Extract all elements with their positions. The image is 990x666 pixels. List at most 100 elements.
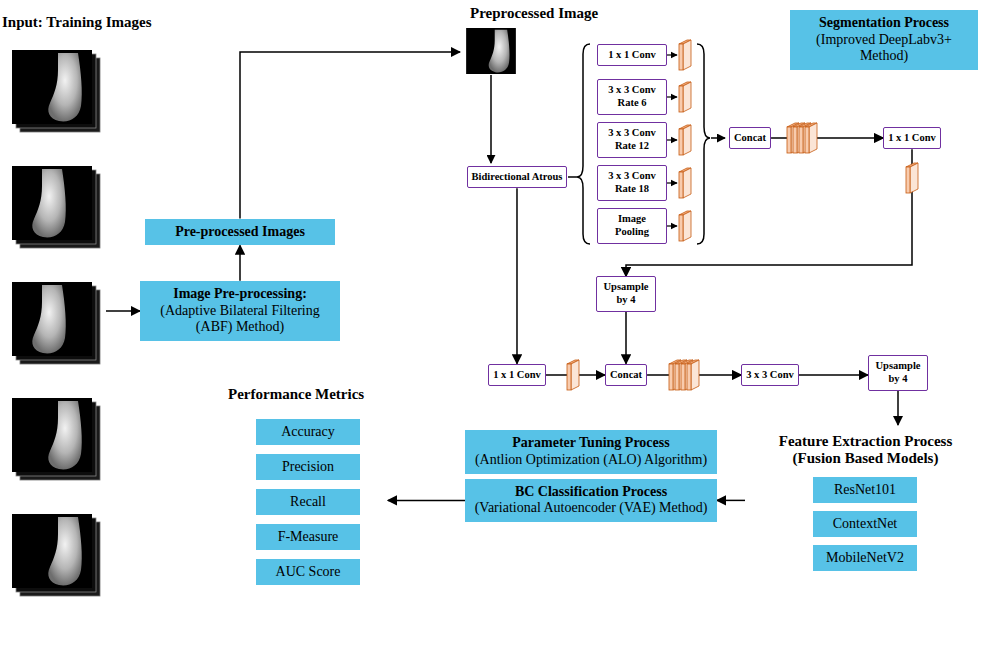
flow-arrow [897, 391, 899, 425]
flow-line [667, 54, 677, 55]
model-box: ResNet101 [813, 477, 917, 504]
flow-arrow [799, 374, 868, 376]
flow-line [711, 137, 725, 139]
node-label: 1 x 1 Conv [888, 132, 936, 145]
node-label: Concat [734, 132, 766, 145]
thermal-image [12, 50, 100, 132]
model-box: ContextNet [813, 511, 917, 538]
flow-arrow [626, 149, 912, 276]
metric-box: Accuracy [256, 419, 360, 446]
flow-line [667, 96, 677, 97]
process-box: Parameter Tuning Process(Antlion Optimiz… [465, 430, 717, 474]
flow-arrow [625, 312, 627, 364]
node-label: (Variational Autoencoder (VAE) Method) [473, 500, 709, 517]
flow-arrow [239, 245, 241, 280]
node-label: 3 x 3 Conv Rate 12 [602, 127, 662, 152]
node-label: Bidirectional Atrous [472, 171, 563, 184]
feature-map [679, 82, 691, 112]
process-box: Image Pre-processing:(Adaptive Bilateral… [140, 281, 340, 341]
node-label: 1 x 1 Conv [602, 49, 662, 62]
brace [577, 44, 590, 244]
node-label: 3 x 3 Conv Rate 18 [602, 170, 662, 195]
layer-box: 1 x 1 Conv [597, 44, 667, 67]
node-label: Concat [610, 369, 642, 382]
flow-line [568, 176, 577, 178]
metric-box: AUC Score [256, 559, 360, 586]
node-label: Precision [264, 459, 352, 476]
brace [697, 44, 710, 244]
node-label: ResNet101 [821, 482, 909, 499]
flow-arrow [106, 310, 140, 312]
node-label: 1 x 1 Conv [493, 369, 541, 382]
node-label: Upsample by 4 [601, 281, 651, 306]
panel-background [2, 38, 106, 612]
feature-map [687, 360, 699, 390]
flow-line [667, 225, 677, 226]
feature-map [567, 360, 579, 390]
thermal-image [12, 166, 100, 248]
node-label: Segmentation Process [798, 15, 970, 32]
layer-box: 3 x 3 Conv [741, 364, 799, 387]
process-box: BC Classification Process(Variational Au… [465, 479, 717, 523]
layer-box: 1 x 1 Conv [488, 364, 546, 387]
feature-map [679, 168, 691, 198]
flow-arrow [717, 500, 745, 502]
layer-box: Concat [729, 127, 771, 150]
flow-line [490, 75, 492, 163]
metric-box: Precision [256, 454, 360, 481]
flow-arrow [388, 500, 465, 502]
flow-arrow [516, 188, 518, 363]
process-box: Segmentation Process(Improved DeepLabv3+… [790, 10, 978, 70]
feature-map [679, 40, 691, 70]
process-box: Pre-processed Images [145, 219, 335, 246]
node-label: BC Classification Process [473, 484, 709, 501]
group-panel [450, 420, 732, 658]
input-panel: Input: Training Images [2, 38, 106, 612]
feature-map [906, 163, 918, 193]
node-label: (Adaptive Bilateral Filtering (ABF) Meth… [148, 303, 332, 337]
metrics-panel: Performance MetricsAccuracyPrecisionReca… [228, 410, 388, 658]
layer-box: 3 x 3 Conv Rate 18 [597, 165, 667, 200]
feature-map [679, 125, 691, 155]
layer-box: Upsample by 4 [868, 355, 928, 390]
model-box: MobileNetV2 [813, 545, 917, 572]
node-label: Recall [264, 494, 352, 511]
layer-box: Upsample by 4 [596, 276, 656, 311]
layer-box: Image Pooling [597, 208, 667, 243]
node-label: 3 x 3 Conv [746, 369, 794, 382]
panel-heading: Feature Extraction Process (Fusion Based… [761, 433, 971, 467]
feature-map [679, 211, 691, 241]
panel-heading: Input: Training Images [2, 14, 106, 31]
node-label: ContextNet [821, 516, 909, 533]
layer-box: Concat [605, 364, 647, 387]
panel-heading: Performance Metrics [228, 386, 388, 403]
thermal-image [12, 282, 100, 364]
flow-line [667, 182, 677, 183]
node-label: Parameter Tuning Process [473, 435, 709, 452]
node-label: MobileNetV2 [821, 550, 909, 567]
segmentation-panel: Preprocessed ImageSegmentation Process(I… [460, 2, 986, 412]
preprocessed-image [466, 28, 516, 74]
node-label: Image Pooling [602, 213, 662, 238]
metric-box: Recall [256, 489, 360, 516]
node-label: AUC Score [264, 564, 352, 581]
node-label: F-Measure [264, 529, 352, 546]
flow-arrow [240, 52, 460, 219]
node-label: Upsample by 4 [873, 360, 923, 385]
thermal-image [12, 514, 100, 596]
metric-box: F-Measure [256, 524, 360, 551]
node-label: Pre-processed Images [153, 224, 327, 241]
node-label: (Improved DeepLabv3+ Method) [798, 32, 970, 66]
node-label: 3 x 3 Conv Rate 6 [602, 84, 662, 109]
layer-box: 1 x 1 Conv [883, 127, 941, 150]
feature-map [805, 123, 817, 153]
layer-box: 3 x 3 Conv Rate 6 [597, 79, 667, 114]
feature-panel: Feature Extraction Process (Fusion Based… [745, 425, 986, 658]
layer-box: 3 x 3 Conv Rate 12 [597, 122, 667, 157]
node-label: Accuracy [264, 424, 352, 441]
flow-line [667, 139, 677, 140]
node-label: Image Pre-processing: [148, 286, 332, 303]
thermal-image [12, 398, 100, 480]
layer-box: Bidirectional Atrous [467, 166, 568, 189]
node-label: (Antlion Optimization (ALO) Algorithm) [473, 452, 709, 469]
